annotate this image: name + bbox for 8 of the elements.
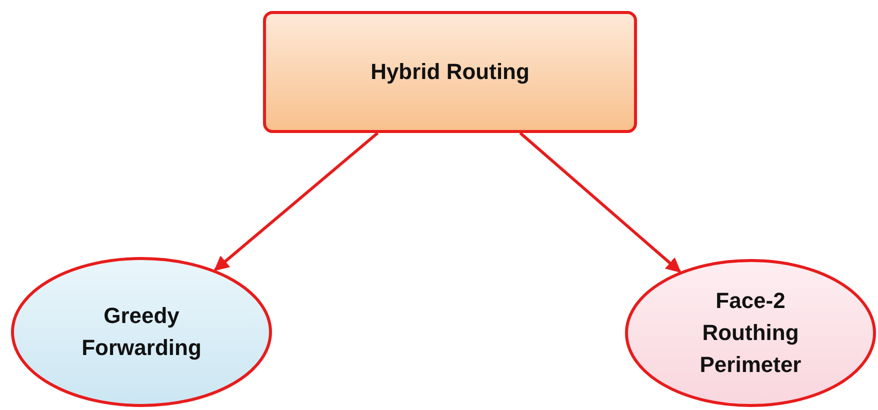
arrow	[214, 132, 379, 272]
node-label: Greedy Forwarding	[80, 302, 202, 362]
ellipse-node	[11, 257, 272, 407]
node-label: Hybrid Routing	[370, 58, 530, 86]
node-label: Face-2 Routhing Perimeter	[698, 287, 802, 379]
ellipse-node	[625, 259, 876, 407]
process-box	[263, 11, 637, 133]
arrow	[519, 132, 682, 273]
